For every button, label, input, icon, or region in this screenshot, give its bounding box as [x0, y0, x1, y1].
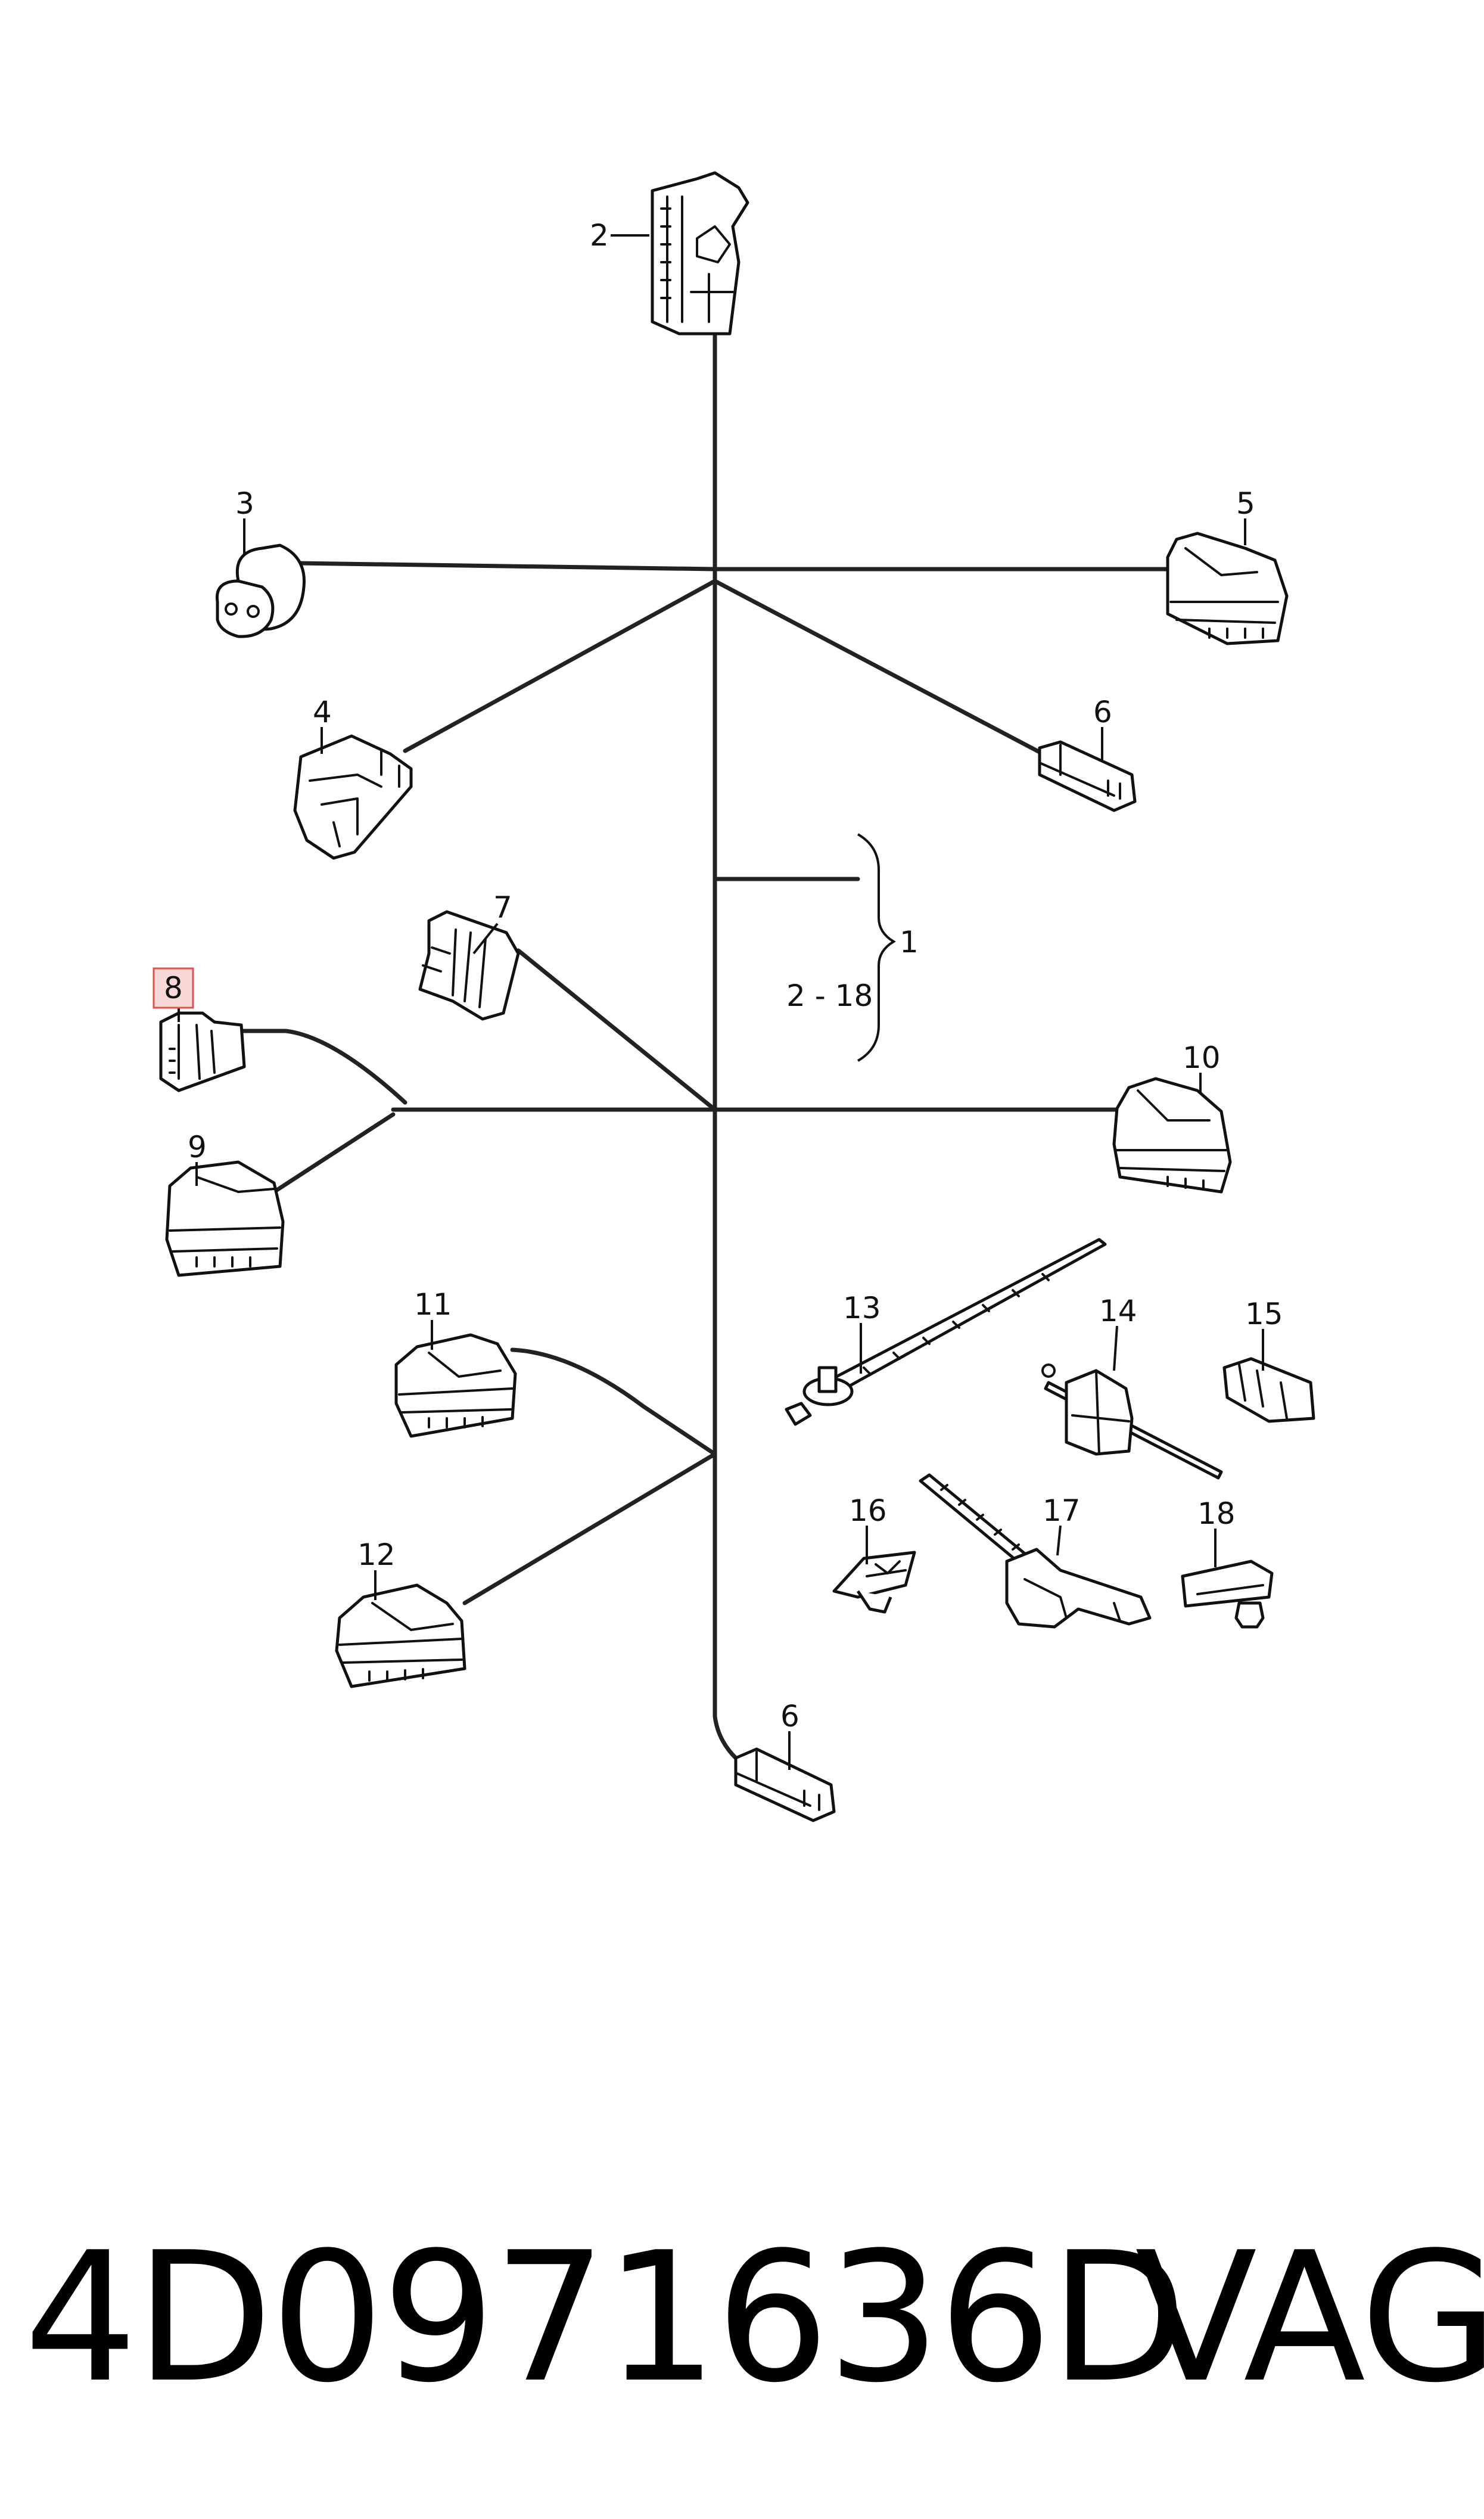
- label-12: 12: [357, 1538, 396, 1572]
- label-6-lower: 6: [780, 1699, 799, 1734]
- clip-14: [1041, 1363, 1223, 1480]
- label-2: 2: [590, 218, 609, 253]
- label-4: 4: [313, 695, 332, 729]
- label-15: 15: [1245, 1297, 1283, 1331]
- leader-lines: [178, 234, 1264, 1770]
- label-18: 18: [1197, 1496, 1236, 1531]
- clip-15: [1222, 1357, 1315, 1423]
- connector-12: [335, 1583, 466, 1688]
- label-9: 9: [188, 1130, 207, 1164]
- label-5: 5: [1236, 486, 1255, 521]
- label-3: 3: [235, 486, 254, 521]
- connector-4: [293, 734, 413, 860]
- label-17: 17: [1043, 1493, 1081, 1528]
- clip-16: [832, 1551, 916, 1614]
- connector-7: [418, 910, 520, 1021]
- connector-11: [394, 1333, 517, 1438]
- brand-name: VAG: [1135, 2214, 1484, 2422]
- label-8: 8: [164, 971, 183, 1005]
- connector-6-lower: [734, 1747, 836, 1822]
- label-14: 14: [1099, 1294, 1137, 1328]
- label-6-upper: 6: [1093, 695, 1112, 729]
- clip-18: [1181, 1560, 1274, 1629]
- label-11: 11: [414, 1287, 452, 1322]
- connector-6-upper: [1038, 740, 1137, 812]
- part-number: 4D0971636D: [24, 2214, 1187, 2422]
- cable-tie-13: [785, 1238, 1107, 1426]
- connector-3: [215, 543, 306, 638]
- label-range: 2 - 18: [786, 979, 873, 1013]
- wiring-harness-diagram: 1 2 3 4 5 6 7 8 9 10 11 12 13 14 15 16 1…: [153, 171, 1315, 1822]
- label-16: 16: [849, 1493, 887, 1528]
- label-1: 1: [900, 925, 919, 959]
- cable-tie-17: [919, 1473, 1152, 1629]
- label-10: 10: [1183, 1040, 1221, 1075]
- label-7: 7: [493, 890, 512, 925]
- connector-5: [1166, 532, 1289, 645]
- connector-10: [1112, 1077, 1232, 1194]
- label-13: 13: [843, 1291, 881, 1325]
- group-bracket: [857, 833, 896, 1062]
- highlight-box: [153, 967, 194, 1009]
- harness-wires: [236, 313, 1170, 1760]
- connector-2: [651, 171, 749, 336]
- connector-9: [165, 1160, 285, 1277]
- connector-8: [159, 1011, 246, 1092]
